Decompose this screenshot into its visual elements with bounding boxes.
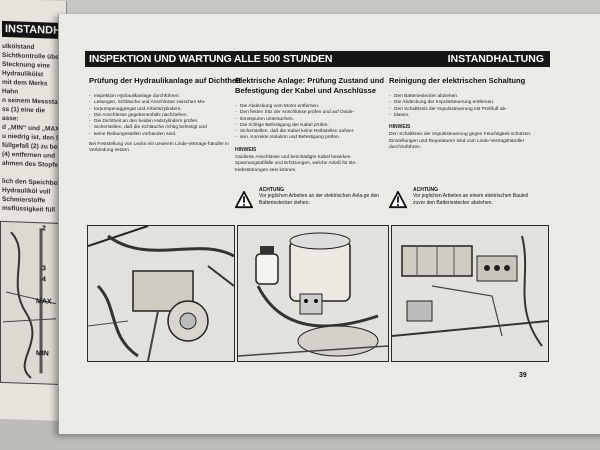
hinweis-text: Oxidierte Anschlüsse und beschädigte Kab… (235, 155, 357, 173)
hydraulic-pump-illustration (87, 225, 235, 362)
previous-page-line: (4) entfernen und (2, 150, 56, 160)
column-note: Bei Feststellung von Lecks mit unserem L… (89, 142, 229, 154)
checklist-item: Den festen Sitz der Anschlüsse prüfen un… (235, 110, 387, 117)
page-number: 39 (519, 372, 527, 379)
previous-page-line: Sichtkontrolle übe (2, 51, 59, 61)
warning-label: ACHTUNG (413, 187, 438, 193)
column-cleaning: Reinigung der elektrischen Schaltung Den… (389, 76, 541, 151)
column-heading: Elektrische Anlage: Prüfung Zustand und … (235, 76, 385, 95)
previous-page-line: mit dem Merks (2, 78, 48, 88)
warning-box: ACHTUNG Vor jeglichen Arbeiten an der el… (235, 187, 385, 217)
previous-page-line: Schmierstoffe (2, 195, 46, 205)
section-header: INSPEKTION UND WARTUNG ALLE 500 STUNDEN … (85, 51, 550, 67)
figure-callout-label: 2 (42, 225, 46, 233)
previous-page-line: füllgefaß (2) zu bei (2, 141, 60, 151)
checklist-item: blasen. (389, 113, 541, 120)
checklist: Inspektion Hydraulikanlage durchführen:L… (89, 94, 241, 138)
checklist-item: Leitungen, Schläuche und Anschlüsse zwis… (89, 100, 241, 107)
previous-page-line: ulkölstand (2, 42, 35, 52)
checklist-item: Die Dichtheit an den beiden Hubzylindern… (89, 119, 241, 126)
checklist-item: sen. Korrekte Isolation und Befestigung … (235, 135, 387, 142)
previous-page-line: Hydrauliköl voll (2, 186, 51, 196)
checklist-item: Die richtige Befestigung der Kabel prüfe… (235, 123, 387, 130)
figure-callout-label: MIN (36, 350, 49, 358)
column-heading: Prüfung der Hydraulikanlage auf Dichthei… (89, 76, 241, 85)
previous-page-line: Hydraulikölst (2, 69, 44, 79)
manual-page: INSPEKTION UND WARTUNG ALLE 500 STUNDEN … (58, 14, 600, 434)
warning-triangle-icon (389, 191, 407, 209)
hinweis-text: Den Schaltkreis der Impulssteuerung gege… (389, 132, 532, 151)
header-section: INSTANDHALTUNG (447, 53, 544, 65)
checklist-item: Inspektion Hydraulikanlage durchführen: (89, 94, 241, 101)
checklist-item: tionsspuren untersuchen. (235, 117, 387, 124)
previous-page-line: asse: (2, 114, 19, 123)
previous-page-line: msflüssigkeit füll (2, 204, 56, 214)
column-electrical: Elektrische Anlage: Prüfung Zustand und … (235, 76, 387, 174)
hinweis-label: HINWEIS (235, 146, 257, 153)
previous-page-line: d „MIN“ und „MAX“ (2, 123, 63, 134)
checklist-item: Die Abdeckung der Impulssteuerung entfer… (389, 100, 541, 107)
checklist-item: Sicherstellen, daß die Schläuche richtig… (89, 125, 241, 132)
warning-box: ACHTUNG Vor jeglichen Arbeiten an einem … (389, 187, 539, 217)
checklist: Die Abdeckung vom Motor entfernen.Den fe… (235, 104, 387, 142)
checklist-item: keine Reibungsstellen vorhanden sind. (89, 132, 241, 139)
figure-callout-label: 4 (42, 276, 46, 284)
checklist-item: Den Schaltkreis der Impulssteuerung mit … (389, 107, 541, 114)
checklist-item: torpumpenaggregat und Arbeitszylindern. (89, 107, 241, 114)
checklist: Den Batteriestecker abziehen.Die Abdecku… (389, 94, 541, 119)
figure-callout-label: 3 (42, 265, 46, 273)
warning-triangle-icon (235, 191, 253, 209)
warning-label: ACHTUNG (259, 187, 284, 193)
previous-page-line: Hahn (2, 87, 19, 96)
checklist-item: Die Abdeckung vom Motor entfernen. (235, 104, 387, 111)
warning-text: Vor jeglichen Arbeiten an der elektrisch… (259, 193, 380, 206)
motor-illustration (237, 225, 389, 362)
checklist-item: Sicherstellen, daß die Kabel keine Reibs… (235, 129, 387, 136)
column-hydraulics: Prüfung der Hydraulikanlage auf Dichthei… (89, 76, 241, 155)
hinweis-label: HINWEIS (389, 124, 411, 131)
checklist-item: Den Batteriestecker abziehen. (389, 94, 541, 101)
warning-text: Vor jeglichen Arbeiten an einem elektris… (413, 193, 529, 206)
previous-page-line: n seinem Messstab (2, 96, 62, 106)
circuit-board-illustration (391, 225, 549, 362)
previous-page-figure (0, 220, 62, 385)
checklist-item: Die Anschlüsse gegebenenfalls nachziehen… (89, 113, 241, 120)
header-title: INSPEKTION UND WARTUNG ALLE 500 STUNDEN (89, 53, 333, 65)
previous-page-line: lich den Speichbeh (2, 177, 62, 187)
previous-page-line: Stecknung eine (2, 60, 51, 70)
previous-page-line: ss (1) eine die (2, 105, 45, 115)
figure-callout-label: MAX (36, 298, 52, 306)
column-heading: Reinigung der elektrischen Schaltung (389, 76, 526, 85)
